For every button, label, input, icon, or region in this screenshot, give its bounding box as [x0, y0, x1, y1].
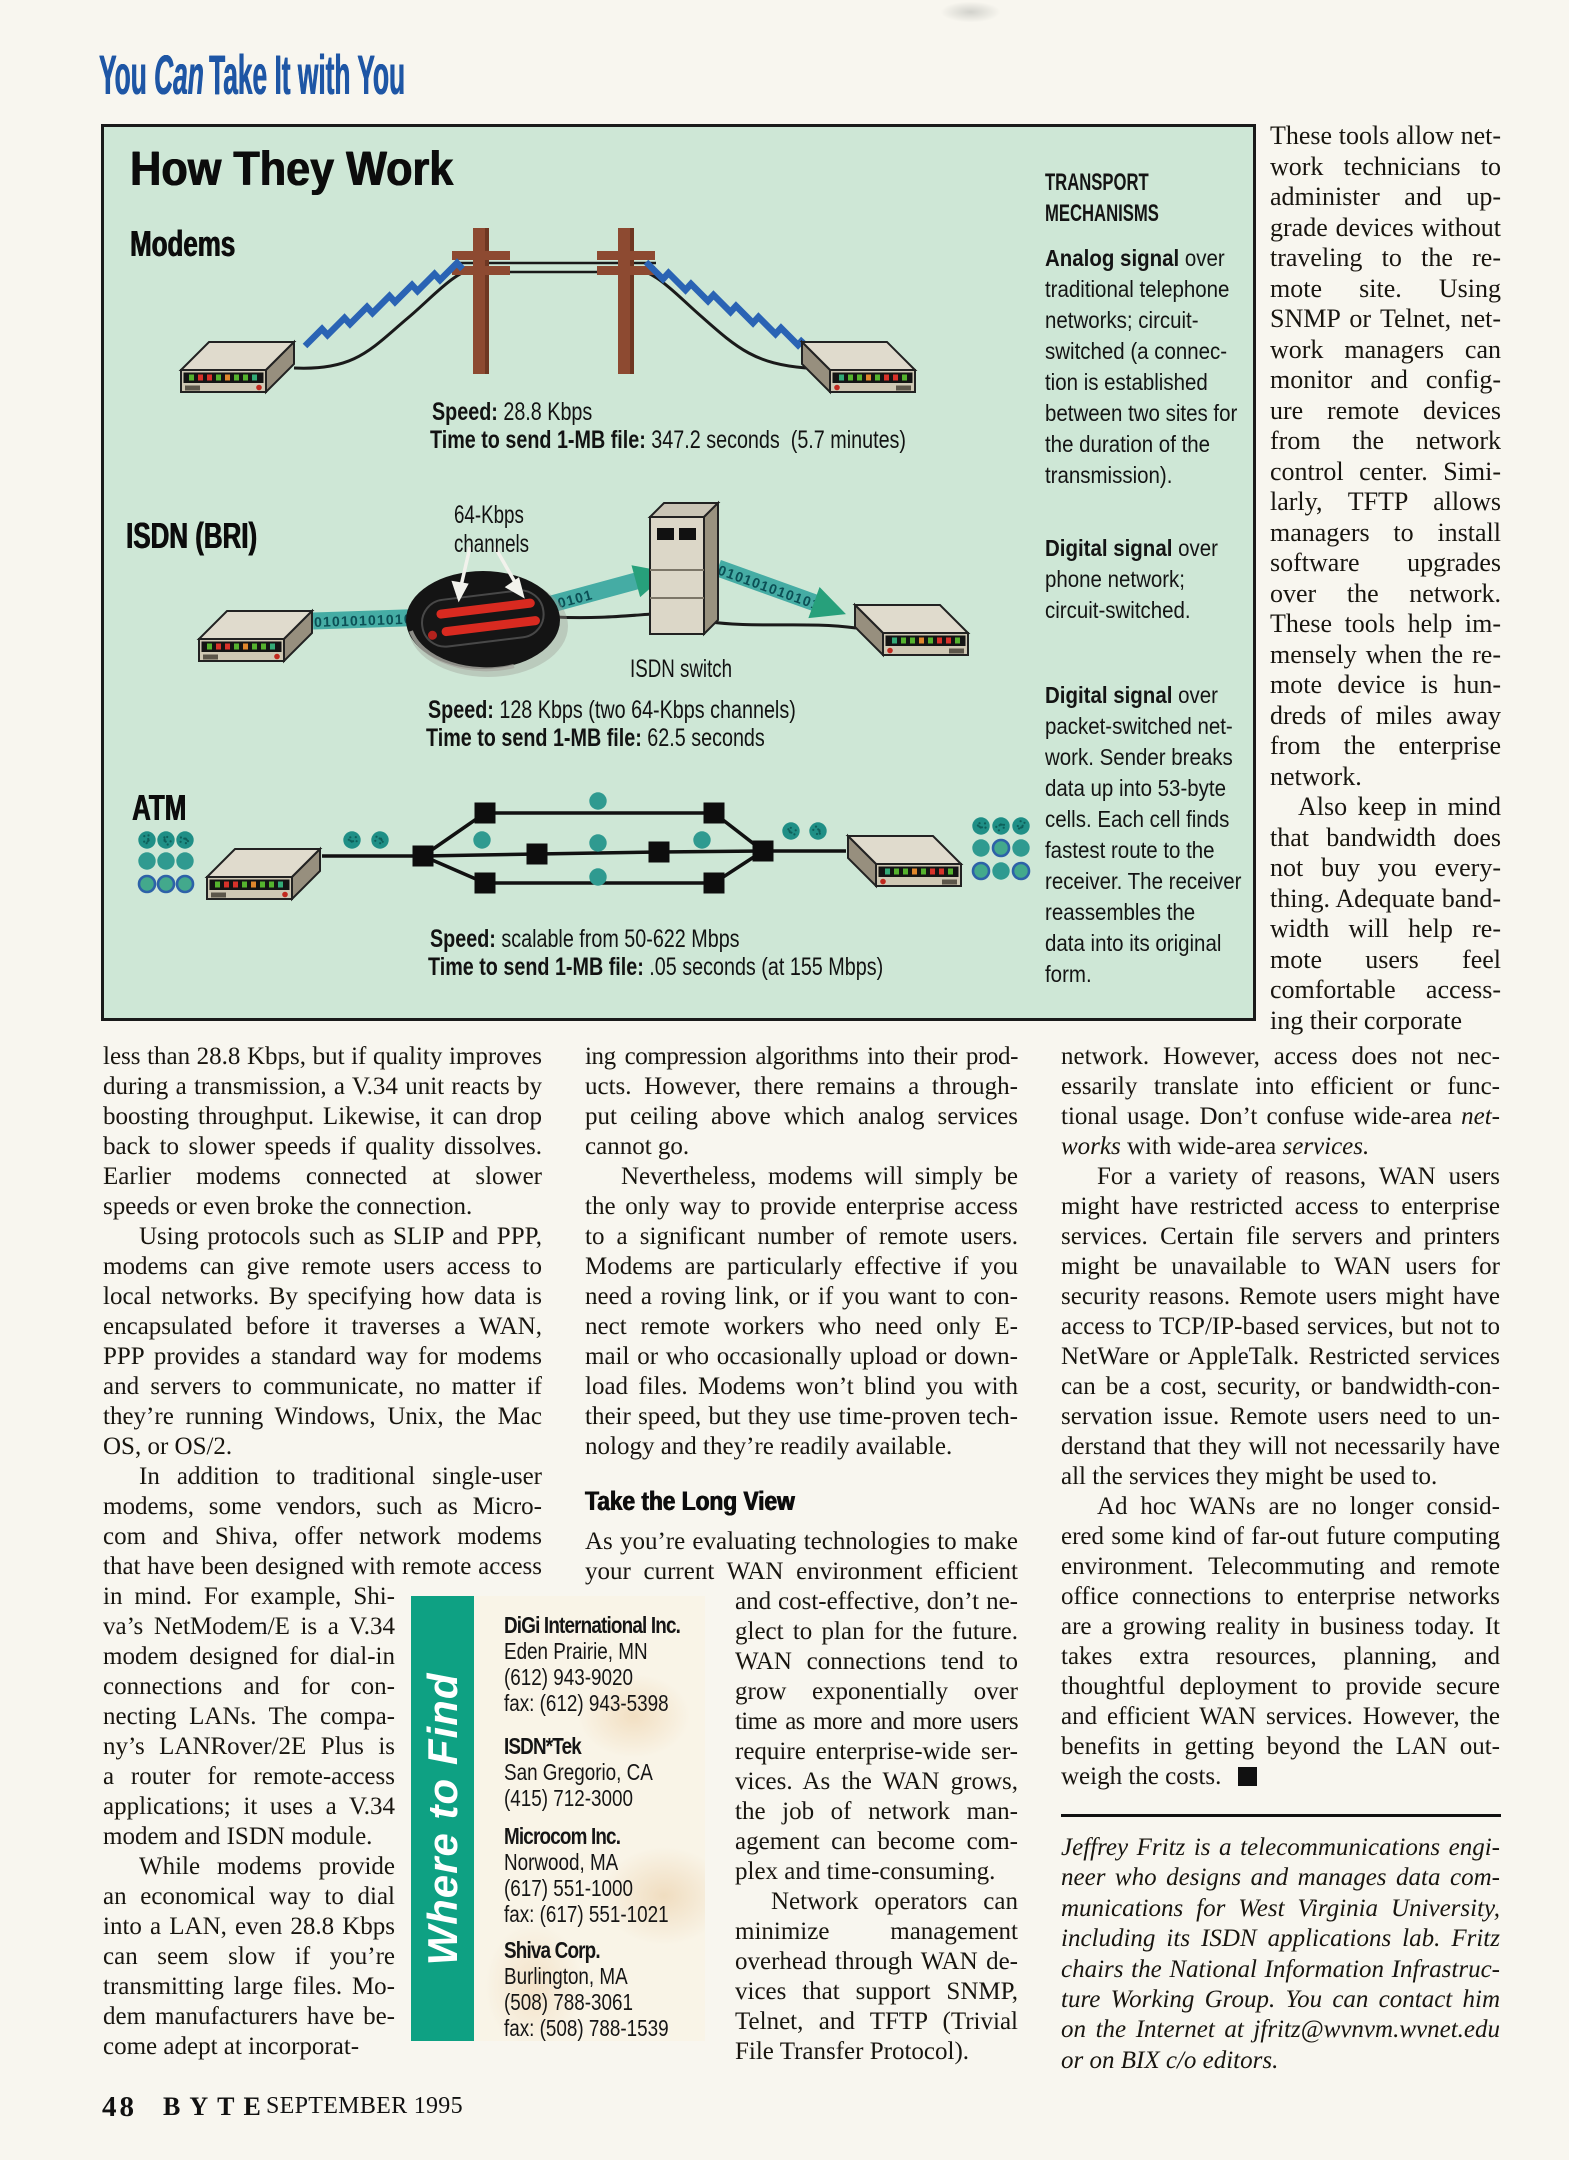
svg-text:0101010101010: 0101010101010	[314, 610, 431, 630]
svg-text:0101010101010101: 0101010101010101	[716, 562, 857, 626]
